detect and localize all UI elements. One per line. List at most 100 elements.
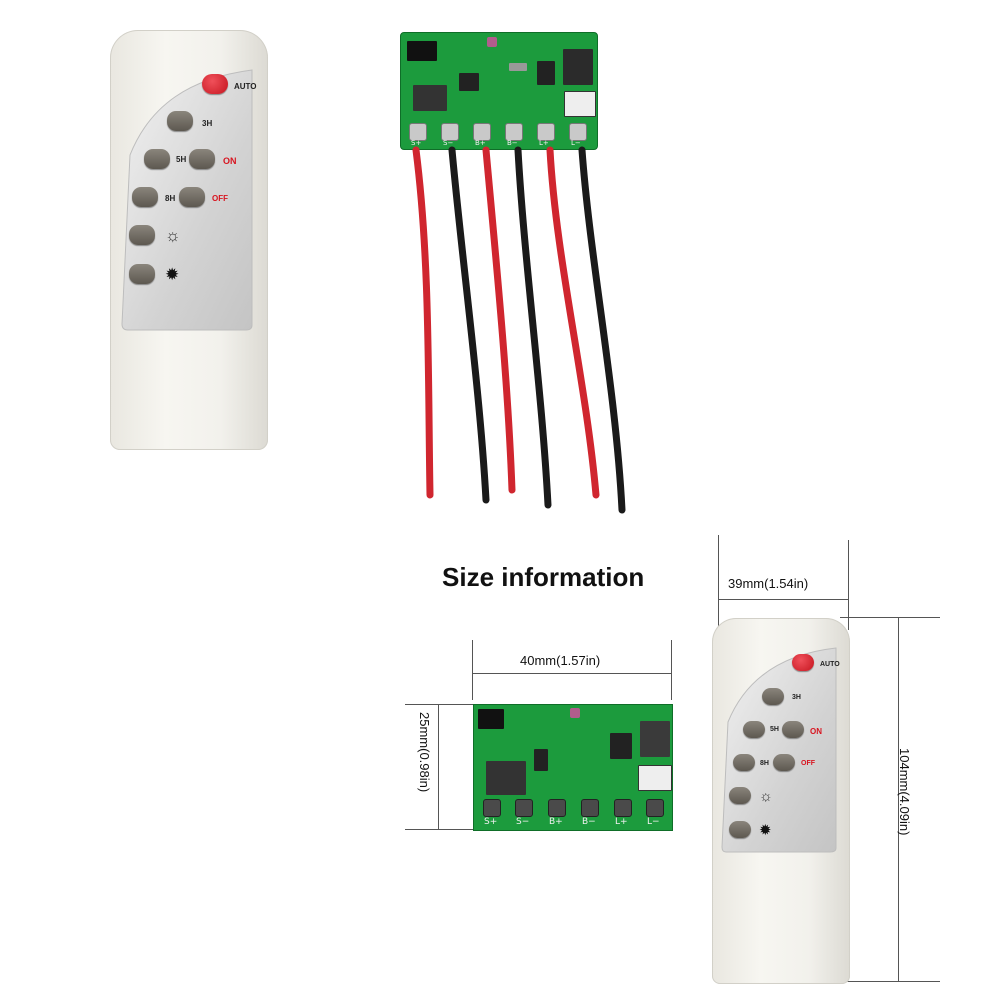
wires	[412, 146, 626, 514]
pad-b-minus	[505, 123, 523, 141]
pad-l-minus	[569, 123, 587, 141]
dim-line	[472, 673, 672, 674]
inductor	[486, 761, 526, 795]
5h-button[interactable]	[743, 721, 765, 738]
pcb-board-small: S+ S− B+ B− L+ L−	[473, 704, 673, 831]
pcb-board-top: S+ S− B+ B− L+ L−	[400, 32, 598, 150]
3h-label: 3H	[792, 694, 801, 701]
connector	[407, 41, 437, 61]
wire-red-3	[546, 146, 600, 499]
on-button[interactable]	[782, 721, 804, 738]
ic-chip	[610, 733, 632, 759]
off-button[interactable]	[179, 187, 205, 207]
3h-button[interactable]	[167, 111, 193, 131]
pad-label: B−	[582, 817, 596, 827]
wire-black-1	[448, 146, 490, 504]
component	[509, 63, 527, 71]
pad-label: L−	[571, 139, 581, 147]
pad-s-plus	[483, 799, 501, 817]
pad-label: B+	[549, 817, 563, 827]
dim-button[interactable]	[729, 787, 751, 804]
remote-control-small: AUTO 3H 5H ON 8H OFF ☼ ✹	[712, 618, 850, 984]
connector	[478, 709, 504, 729]
pad-s-plus	[409, 123, 427, 141]
dim-button[interactable]	[129, 225, 155, 245]
dim-line	[671, 640, 672, 700]
pad-l-plus	[614, 799, 632, 817]
wire-red-1	[412, 146, 434, 499]
dim-line	[405, 704, 475, 705]
regulator	[640, 721, 670, 757]
pad-label: S+	[484, 817, 498, 827]
on-button[interactable]	[189, 149, 215, 169]
dim-line	[472, 640, 473, 700]
dim-line	[848, 540, 849, 630]
brightness-low-icon: ☼	[165, 226, 181, 245]
5h-label: 5H	[770, 726, 779, 733]
dim-line	[840, 617, 940, 618]
on-label: ON	[810, 727, 822, 736]
8h-label: 8H	[760, 760, 769, 767]
pad-s-minus	[441, 123, 459, 141]
3h-button[interactable]	[762, 688, 784, 705]
remote-control-large: AUTO 3H 5H ON 8H OFF ☼ ✹	[110, 30, 268, 450]
pcb-height-label: 25mm(0.98in)	[417, 712, 432, 793]
pad-label: S−	[443, 139, 454, 147]
pad-l-minus	[646, 799, 664, 817]
wire-black-2	[514, 146, 552, 509]
off-label: OFF	[801, 760, 815, 767]
dim-line	[718, 535, 719, 630]
wire-black-3	[578, 146, 626, 514]
off-label: OFF	[212, 194, 228, 203]
bright-button[interactable]	[729, 821, 751, 838]
dim-line	[405, 829, 475, 830]
remote-height-label: 104mm(4.09in)	[897, 748, 912, 836]
pad-label: B+	[475, 139, 486, 147]
pad-s-minus	[515, 799, 533, 817]
dim-line	[438, 704, 439, 830]
bright-button[interactable]	[129, 264, 155, 284]
pad-b-plus	[548, 799, 566, 817]
brightness-high-icon: ✹	[165, 265, 180, 284]
dim-line	[898, 617, 899, 982]
remote-width-label: 39mm(1.54in)	[728, 576, 809, 591]
pad-label: S+	[411, 139, 422, 147]
pad-label: L+	[539, 139, 549, 147]
auto-button[interactable]	[202, 74, 228, 94]
ic-chip	[537, 61, 555, 85]
pad-label: L−	[647, 817, 660, 827]
5h-button[interactable]	[144, 149, 170, 169]
8h-button[interactable]	[132, 187, 158, 207]
mosfet	[638, 765, 672, 791]
mosfet	[564, 91, 596, 117]
auto-label: AUTO	[820, 661, 840, 668]
pad-b-plus	[473, 123, 491, 141]
pad-l-plus	[537, 123, 555, 141]
component	[487, 37, 497, 47]
remote-panel	[721, 647, 837, 853]
pad-b-minus	[581, 799, 599, 817]
inductor	[413, 85, 447, 111]
pad-label: B−	[507, 139, 518, 147]
ic-chip	[459, 73, 479, 91]
5h-label: 5H	[176, 155, 187, 164]
ic-chip	[534, 749, 548, 771]
brightness-high-icon: ✹	[759, 822, 772, 839]
pad-label: S−	[516, 817, 530, 827]
dim-line	[840, 981, 940, 982]
3h-label: 3H	[202, 119, 213, 128]
auto-label: AUTO	[234, 82, 257, 91]
brightness-low-icon: ☼	[759, 788, 773, 805]
8h-button[interactable]	[733, 754, 755, 771]
component	[570, 708, 580, 718]
on-label: ON	[223, 156, 237, 166]
wire-red-2	[482, 146, 516, 494]
off-button[interactable]	[773, 754, 795, 771]
auto-button[interactable]	[792, 654, 814, 671]
regulator	[563, 49, 593, 85]
size-info-title: Size information	[442, 562, 645, 592]
dim-line	[718, 599, 849, 600]
8h-label: 8H	[165, 194, 176, 203]
pad-label: L+	[615, 817, 628, 827]
pcb-width-label: 40mm(1.57in)	[520, 653, 601, 668]
